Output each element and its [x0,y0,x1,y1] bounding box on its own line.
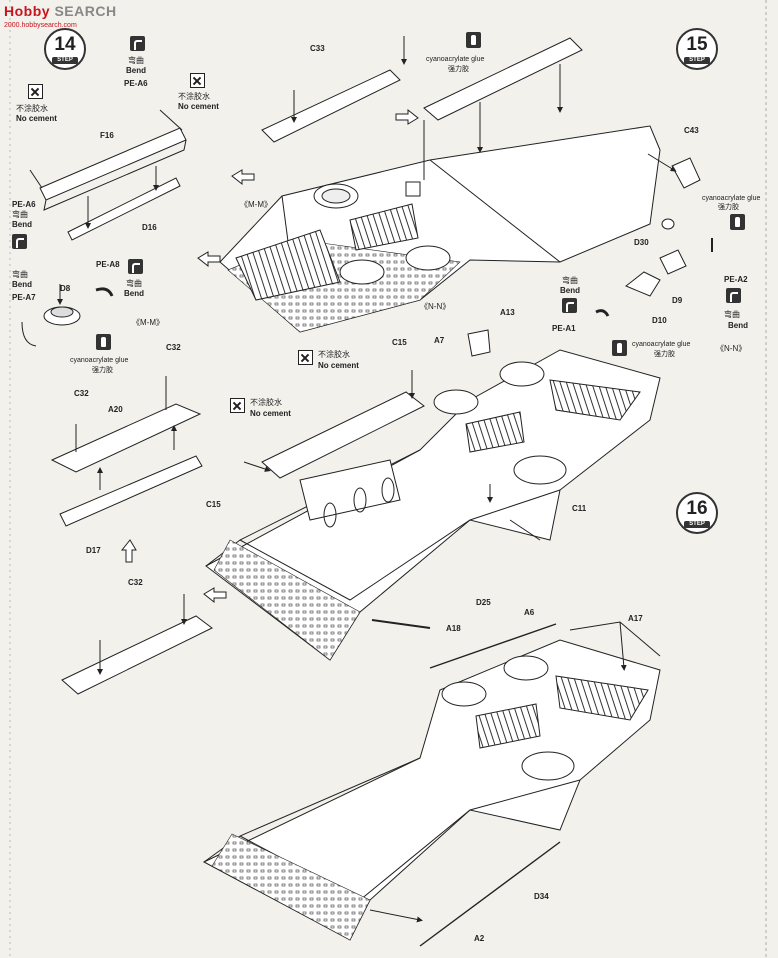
glue-label-en: cyanoacrylate glue [632,341,691,348]
part-label-c15: C15 [392,338,407,347]
bend-label-en: Bend [126,66,146,75]
glue-label-cn: 强力胶 [654,350,675,358]
bend-label-cn: 弯曲 [562,276,578,285]
section-label-m-m: 《M-M》 [240,200,272,209]
part-label-c15: C15 [206,500,221,509]
glue-bottle-icon [612,340,627,356]
part-label-a6: A6 [524,608,535,617]
part-label-d17: D17 [86,546,101,555]
no-cement-icon [190,73,205,88]
glue-label-cn: 强力胶 [448,65,469,73]
glue-label-en: cyanoacrylate glue [426,56,485,63]
part-label-d10: D10 [652,316,667,325]
part-label-a20: A20 [108,405,123,414]
bend-icon [726,288,741,303]
part-label-c32: C32 [166,343,181,352]
glue-bottle-icon [96,334,111,350]
bend-icon [130,36,145,51]
part-label-a7: A7 [434,336,445,345]
section-label-n-n: 《N-N》 [420,302,451,311]
part-label-d9: D9 [672,296,683,305]
part-label-a13: A13 [500,308,515,317]
no-cement-icon [298,350,313,365]
no-cement-label-en: No cement [318,361,359,370]
bend-label-cn: 弯曲 [128,56,144,65]
no-cement-label-cn: 不涂胶水 [178,92,210,101]
glue-label-cn: 强力胶 [718,203,739,211]
part-label-pe-a6: PE-A6 [12,200,36,209]
section-label-m-m: 《M-M》 [132,318,164,327]
part-label-d25: D25 [476,598,491,607]
glue-label-en: cyanoacrylate glue [70,357,129,364]
bend-label-en: Bend [12,220,32,229]
bend-label-en: Bend [728,321,748,330]
bend-label-en: Bend [12,280,32,289]
section-label-n-n: 《N-N》 [716,344,747,353]
glue-bottle-icon [466,32,481,48]
part-label-d34: D34 [534,892,549,901]
no-cement-label-cn: 不涂胶水 [318,350,350,359]
part-label-c11: C11 [572,504,587,513]
bend-icon [12,234,27,249]
part-label-c33: C33 [310,44,325,53]
part-label-c32: C32 [74,389,89,398]
watermark-logo: Hobby SEARCH [4,3,117,19]
bend-label-cn: 弯曲 [12,210,28,219]
part-label-d16: D16 [142,223,157,232]
part-label-d8: D8 [60,284,71,293]
no-cement-icon [230,398,245,413]
part-label-a2: A2 [474,934,485,943]
no-cement-label-cn: 不涂胶水 [16,104,48,113]
part-label-f16: F16 [100,131,114,140]
part-label-c32: C32 [128,578,143,587]
bend-label-cn: 弯曲 [724,310,740,319]
part-label-pe-a8: PE-A8 [96,260,120,269]
bend-label-cn: 弯曲 [126,279,142,288]
part-label-pe-a7: PE-A7 [12,293,36,302]
no-cement-label-en: No cement [178,102,219,111]
bend-label-en: Bend [560,286,580,295]
no-cement-icon [28,84,43,99]
part-label-a17: A17 [628,614,643,623]
bend-label-cn: 弯曲 [12,270,28,279]
part-label-pe-a6: PE-A6 [124,79,148,88]
glue-bottle-icon [730,214,745,230]
no-cement-label-cn: 不涂胶水 [250,398,282,407]
part-label-pe-a1: PE-A1 [552,324,576,333]
bend-icon [562,298,577,313]
glue-label-en: cyanoacrylate glue [702,195,761,202]
no-cement-label-en: No cement [250,409,291,418]
part-label-c43: C43 [684,126,699,135]
part-label-d30: D30 [634,238,649,247]
bend-label-en: Bend [124,289,144,298]
watermark-url: 2000.hobbysearch.com [4,22,77,29]
no-cement-label-en: No cement [16,114,57,123]
bend-icon [128,259,143,274]
glue-label-cn: 强力胶 [92,366,113,374]
part-label-a18: A18 [446,624,461,633]
part-label-pe-a2: PE-A2 [724,275,748,284]
